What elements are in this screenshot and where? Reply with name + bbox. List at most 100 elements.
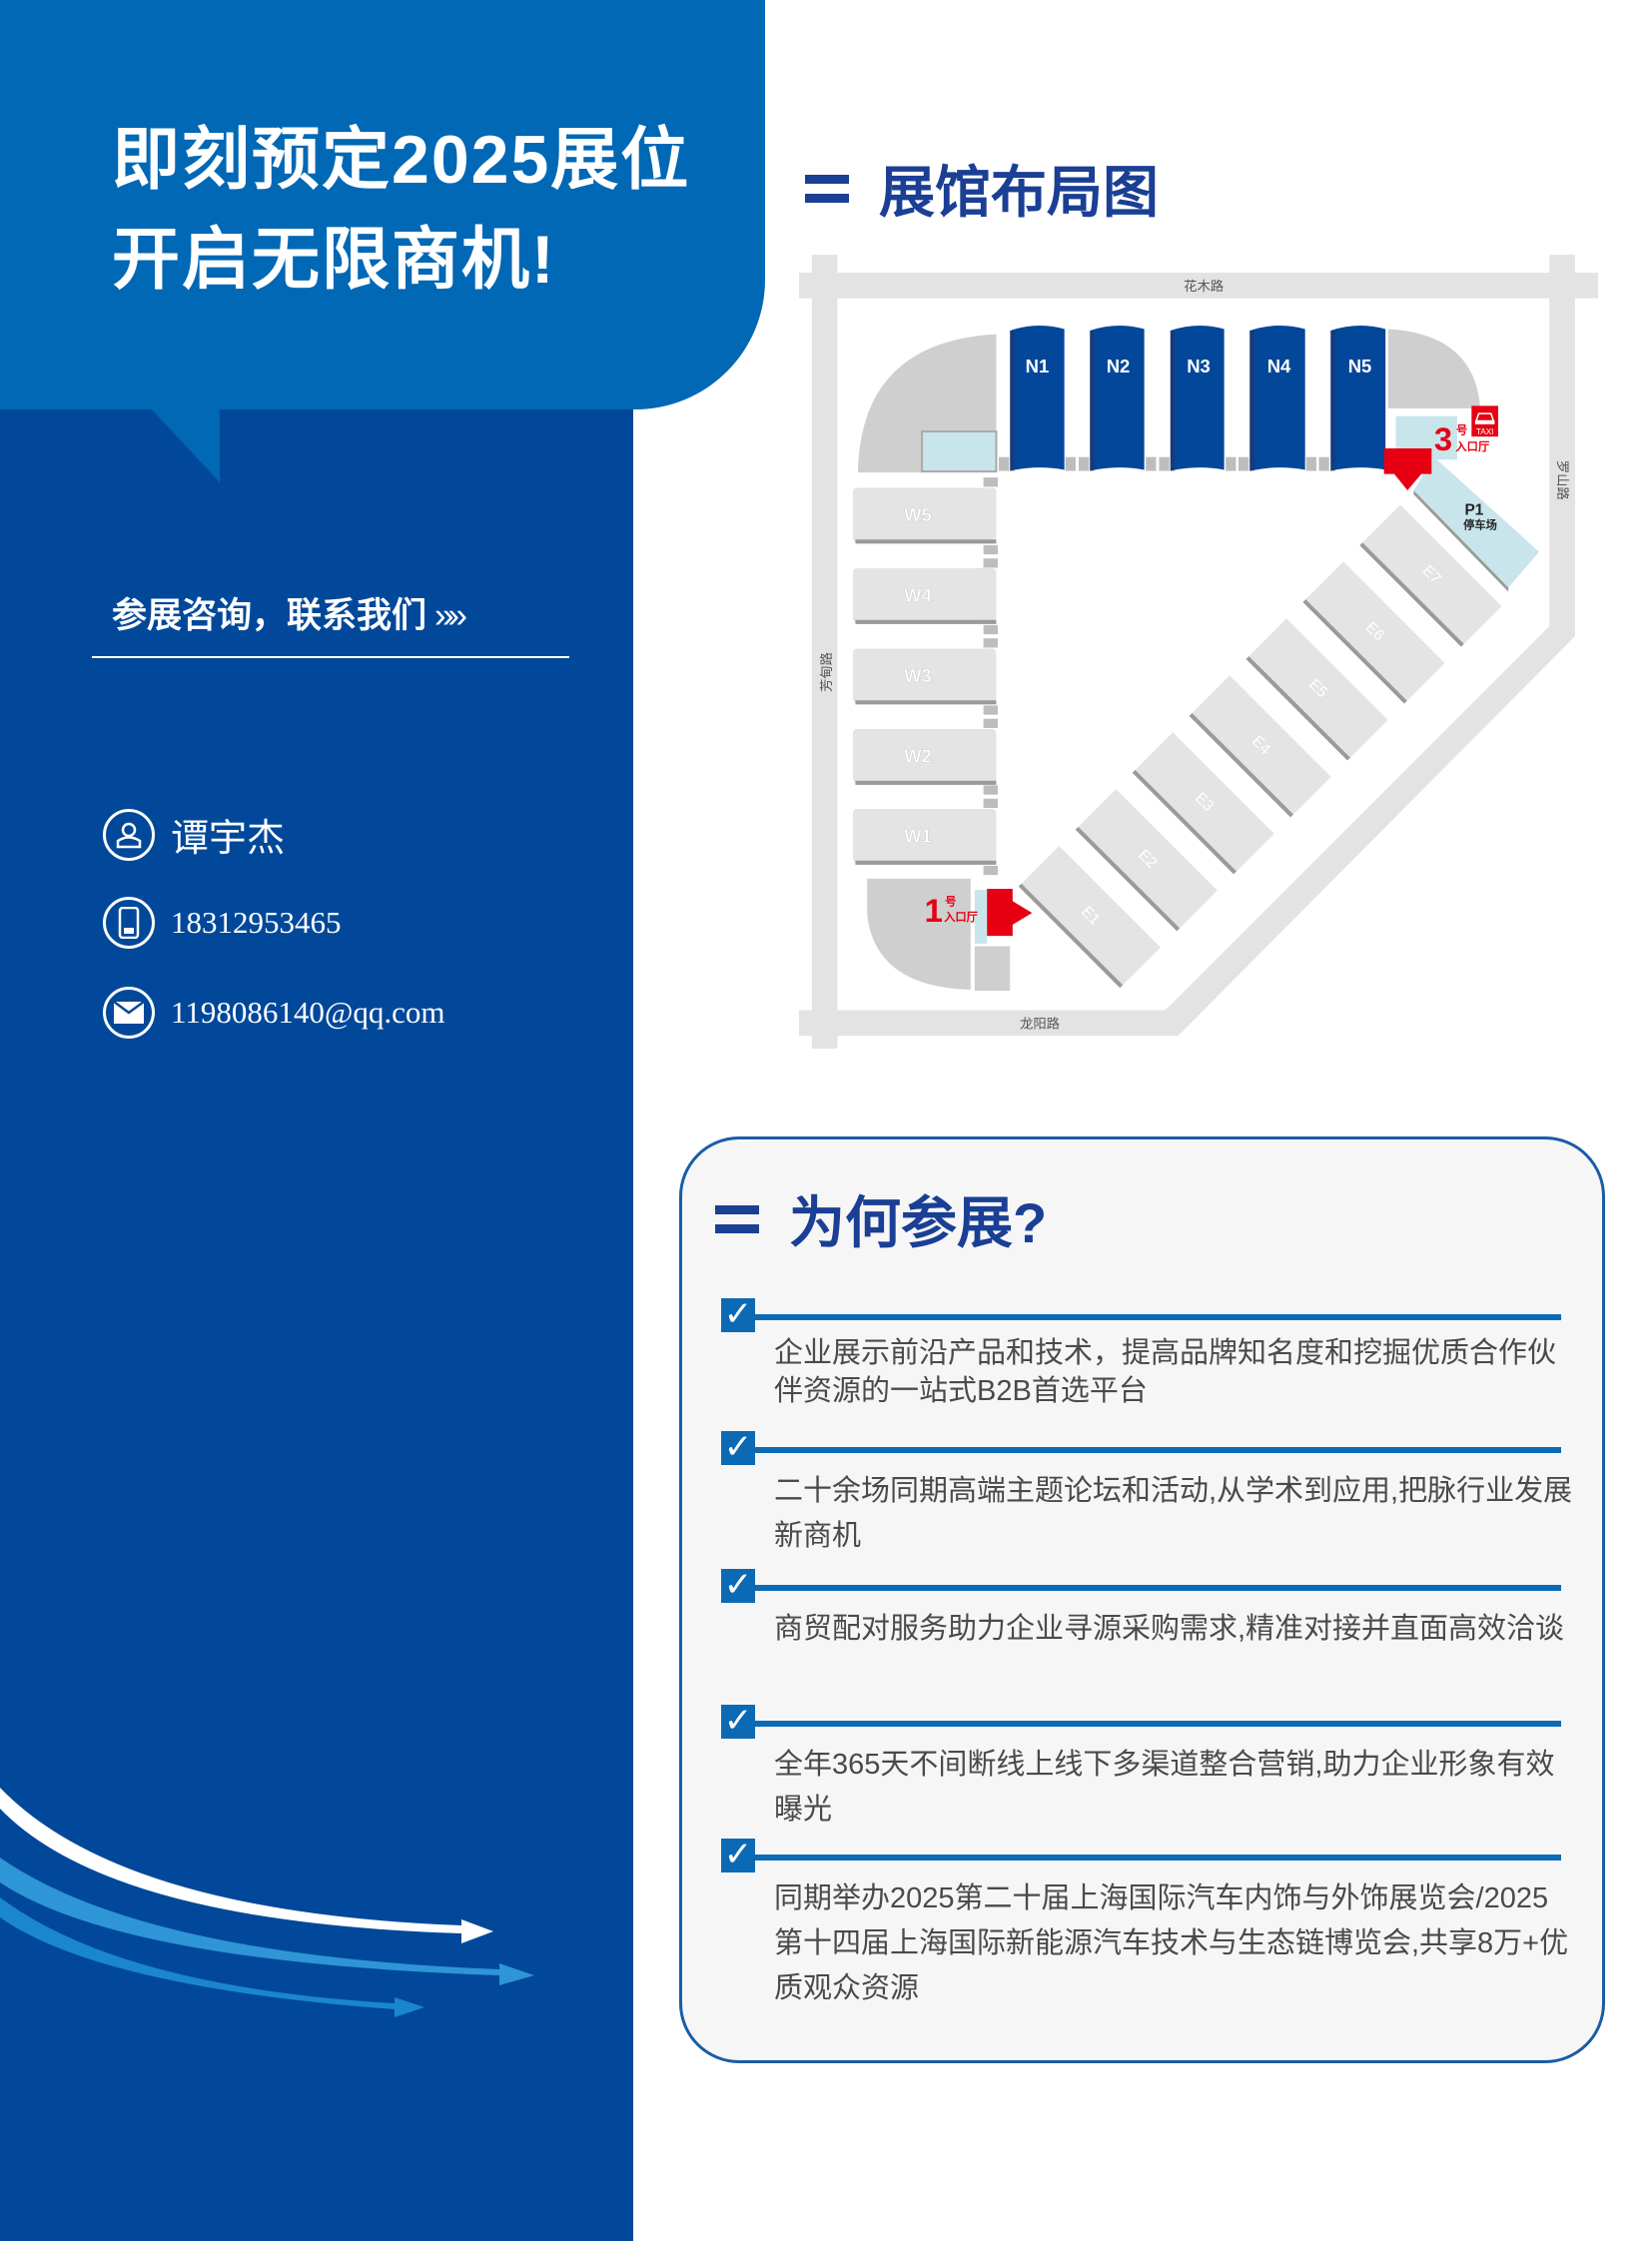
consult-link[interactable]: 参展咨询，联系我们»»: [112, 587, 467, 638]
divider: [755, 1855, 1561, 1861]
building-southwest: [974, 946, 1011, 992]
contact-name-row: 谭宇杰: [103, 807, 285, 862]
arrow-down-icon: [1383, 447, 1432, 491]
hall-e5[interactable]: E5: [1245, 618, 1388, 761]
contact-email[interactable]: 1198086140@qq.com: [171, 995, 445, 1030]
hall-e1[interactable]: E1: [1018, 846, 1161, 989]
entrance-1-number: 1: [925, 892, 943, 929]
hall-w3[interactable]: W3: [852, 648, 997, 705]
entrance-1[interactable]: 1 号 入口厅: [925, 889, 1033, 937]
entrance-3[interactable]: 3 号 入口厅: [1383, 420, 1490, 491]
hall-label: W4: [904, 584, 932, 605]
hero-line-1: 即刻预定2025展位: [112, 122, 691, 198]
divider: [92, 656, 569, 658]
hall-w5[interactable]: W5: [852, 487, 997, 544]
swoosh-arrow: [0, 1858, 534, 1985]
checkbox-checked-icon: ✓: [721, 1568, 755, 1603]
connectors: [983, 456, 1329, 876]
contact-phone-row: 18312953465: [103, 897, 342, 949]
checkbox-checked-icon: ✓: [721, 1838, 755, 1872]
hall-label: W5: [904, 504, 932, 525]
taxi-label: TAXI: [1476, 427, 1494, 436]
divider: [755, 1314, 1561, 1320]
lobby-northwest: [921, 430, 998, 473]
layout-section-title: 展馆布局图: [805, 148, 1159, 229]
benefit-text: 二十余场同期高端主题论坛和活动,从学术到应用,把脉行业发展新商机: [774, 1475, 1573, 1552]
hero-headline: 即刻预定2025展位 开启无限商机!: [112, 110, 690, 310]
divider: [755, 1585, 1561, 1591]
benefit-text: 同期举办2025第二十届上海国际汽车内饰与外饰展览会/2025第十四届上海国际新…: [774, 1882, 1569, 2004]
swoosh-arrow: [0, 1788, 493, 1943]
contact-name: 谭宇杰: [171, 818, 286, 860]
west-halls: W5 W4 W3 W2 W1: [852, 487, 997, 865]
hall-label: W3: [904, 665, 932, 686]
why-exhibit-card: [679, 1136, 1605, 2063]
road-label-west: 芳甸路: [819, 652, 834, 692]
north-halls: N1 N2 N3 N4 N5: [983, 325, 1386, 876]
hall-n2[interactable]: N2: [1090, 325, 1145, 471]
checkbox-checked-icon: ✓: [721, 1297, 755, 1332]
hall-label: N3: [1187, 356, 1211, 376]
road-label-north: 花木路: [1184, 279, 1224, 294]
venue-map: 花木路 罗山路 芳甸路 龙阳路 N1 N2 N3 N4 N5 W5 W4 W3 …: [799, 255, 1598, 1049]
hall-w4[interactable]: W4: [852, 567, 997, 624]
hall-e4[interactable]: E4: [1189, 675, 1331, 818]
hall-n4[interactable]: N4: [1249, 325, 1305, 471]
entrance-3-label: 入口厅: [1455, 440, 1489, 453]
hall-w2[interactable]: W2: [852, 729, 997, 785]
hall-label: W2: [904, 745, 932, 766]
hall-e3[interactable]: E3: [1132, 732, 1274, 875]
double-bar-icon: [715, 1204, 759, 1233]
taxi-icon: TAXI: [1471, 405, 1498, 437]
hall-e6[interactable]: E6: [1302, 561, 1445, 704]
hall-e2[interactable]: E2: [1075, 789, 1218, 932]
user-icon: [103, 808, 155, 861]
double-bar-icon: [805, 174, 849, 203]
plaza-southwest: [867, 878, 971, 991]
hall-n1[interactable]: N1: [1010, 325, 1065, 471]
consult-label: 参展咨询，联系我们: [112, 596, 427, 635]
benefit-text: 商贸配对服务助力企业寻源采购需求,精准对接并直面高效洽谈: [774, 1613, 1565, 1645]
phone-icon: [103, 897, 155, 949]
road-label-east: 罗山路: [1555, 460, 1570, 500]
benefit-text: 全年365天不间断线上线下多渠道整合营销,助力企业形象有效曝光: [774, 1749, 1555, 1826]
chevron-right-icon: »»: [434, 596, 467, 635]
parking-p1[interactable]: P1 停车场: [1413, 456, 1540, 592]
road-label-south: 龙阳路: [1020, 1016, 1060, 1031]
lobby-southwest: [974, 890, 988, 944]
mail-icon: [103, 987, 155, 1039]
entrance-3-hao: 号: [1456, 424, 1467, 437]
swoosh-arrow: [0, 1897, 424, 2017]
checkbox-checked-icon: ✓: [721, 1704, 755, 1739]
hall-label: N4: [1267, 356, 1291, 376]
parking-label: 停车场: [1463, 517, 1497, 531]
hall-w1[interactable]: W1: [852, 809, 997, 865]
hall-n3[interactable]: N3: [1170, 325, 1225, 471]
east-halls: E1 E2 E3 E4 E5 E6 E7: [1018, 504, 1502, 989]
divider: [755, 1721, 1561, 1727]
hall-label: N2: [1107, 356, 1131, 376]
entrance-1-hao: 号: [945, 895, 956, 908]
why-section-title: 为何参展?: [715, 1178, 1047, 1259]
plaza-northeast: [1387, 329, 1481, 408]
hall-label: W1: [904, 825, 932, 846]
roads: [799, 255, 1598, 1049]
swoosh-arrows-decoration: [0, 1788, 534, 2017]
checkbox-checked-icon: ✓: [721, 1430, 755, 1465]
hall-label: N1: [1026, 356, 1050, 376]
hall-n5[interactable]: N5: [1330, 325, 1386, 471]
entrance-3-number: 3: [1434, 420, 1452, 457]
hall-label: N5: [1348, 356, 1372, 376]
why-title-text: 为何参展?: [789, 1191, 1048, 1254]
speech-tail: [150, 407, 220, 482]
entrance-1-label: 入口厅: [944, 911, 978, 924]
parking-code: P1: [1464, 502, 1483, 519]
arrow-right-icon: [987, 889, 1033, 937]
hero-line-2: 开启无限商机!: [112, 222, 556, 298]
contact-phone[interactable]: 18312953465: [171, 905, 342, 940]
benefit-text: 企业展示前沿产品和技术，提高品牌知名度和挖掘优质合作伙伴资源的一站式B2B首选平…: [774, 1337, 1557, 1407]
contact-email-row: 1198086140@qq.com: [103, 987, 445, 1039]
layout-title-text: 展馆布局图: [879, 161, 1159, 224]
hero-banner: [0, 0, 765, 409]
hall-e7[interactable]: E7: [1359, 504, 1502, 647]
